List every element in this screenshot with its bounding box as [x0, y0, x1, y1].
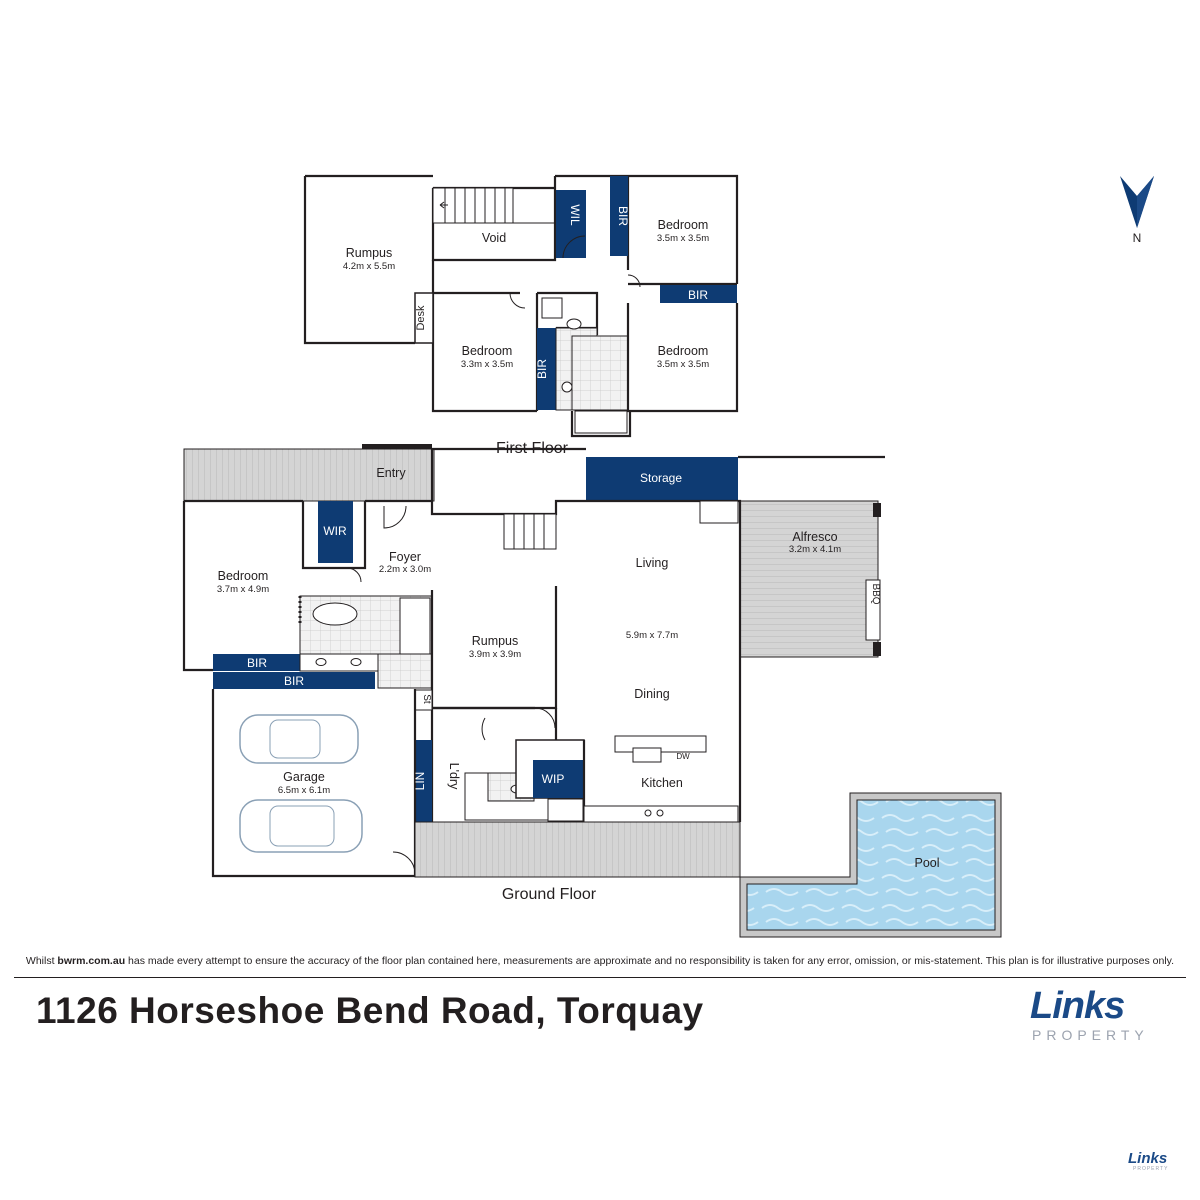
st-label: St [421, 694, 432, 704]
north-label: N [1133, 231, 1142, 245]
ground-floor [182, 444, 1002, 938]
bedroom-ground-label: Bedroom [218, 569, 269, 583]
property-address: 1126 Horseshoe Bend Road, Torquay [36, 990, 704, 1031]
bir-b-label: BIR [284, 674, 304, 688]
disclaimer-text: Whilst bwrm.com.au has made every attemp… [0, 955, 1200, 967]
rumpus-ground-label: Rumpus [472, 634, 519, 648]
brand-wordmark: Links [1030, 985, 1125, 1027]
car-icon [239, 799, 363, 853]
first-floor-title: First Floor [496, 440, 569, 457]
room-rumpus-upper-label: Rumpus [346, 246, 393, 260]
kitchen-label: Kitchen [641, 776, 683, 790]
bir-mid-label: BIR [688, 288, 708, 302]
north-arrow-icon [1120, 176, 1154, 228]
storage-label: Storage [640, 471, 682, 485]
living-label: Living [636, 556, 669, 570]
void-label: Void [482, 231, 506, 245]
bedroom-ne-dims: 3.5m x 3.5m [657, 233, 709, 244]
lin-label: LIN [413, 772, 427, 791]
disclaimer-site: bwrm.com.au [57, 955, 126, 967]
mini-brand-subtitle: PROPERTY [1133, 1166, 1169, 1172]
mini-brand-wordmark: Links [1128, 1150, 1168, 1167]
bedroom-se-label: Bedroom [658, 344, 709, 358]
bbq-label: BBQ [870, 583, 881, 604]
room-rumpus-upper-dims: 4.2m x 5.5m [343, 261, 395, 272]
divider [14, 977, 1186, 978]
rumpus-ground-dims: 3.9m x 3.9m [469, 649, 521, 660]
bir-bath-label: BIR [535, 359, 549, 379]
foyer-label: Foyer [389, 550, 421, 564]
first-floor [303, 174, 739, 438]
living-dims: 5.9m x 7.7m [626, 630, 678, 641]
wir-label: WIR [323, 524, 347, 538]
foyer-dims: 2.2m x 3.0m [379, 564, 431, 575]
brand-subtitle: PROPERTY [1032, 1027, 1149, 1043]
bedroom-ne-label: Bedroom [658, 218, 709, 232]
wil-label: WIL [568, 204, 582, 226]
first-floor-stairs [432, 187, 514, 224]
desk-label: Desk [415, 305, 427, 331]
laundry-label: L'dry [447, 763, 461, 790]
bir-top-label: BIR [616, 206, 630, 226]
pool-label: Pool [914, 856, 939, 870]
dishwasher-label: DW [676, 752, 690, 761]
dining-label: Dining [634, 687, 669, 701]
bir-a-label: BIR [247, 656, 267, 670]
car-icon [239, 714, 359, 764]
garage-dims: 6.5m x 6.1m [278, 785, 330, 796]
bedroom-ground-dims: 3.7m x 4.9m [217, 584, 269, 595]
bedroom-mid-dims: 3.3m x 3.5m [461, 359, 513, 370]
bedroom-mid-label: Bedroom [462, 344, 513, 358]
brand-logo: Links PROPERTY [1030, 985, 1190, 1045]
ground-floor-title: Ground Floor [502, 886, 597, 903]
entry-label: Entry [376, 466, 406, 480]
wip-label: WIP [542, 772, 565, 786]
disclaimer-suffix: has made every attempt to ensure the acc… [125, 955, 1175, 967]
disclaimer-prefix: Whilst [25, 955, 58, 967]
alfresco-label: Alfresco [792, 530, 837, 544]
alfresco-dims: 3.2m x 4.1m [789, 544, 841, 555]
bedroom-se-dims: 3.5m x 3.5m [657, 359, 709, 370]
garage-label: Garage [283, 770, 325, 784]
